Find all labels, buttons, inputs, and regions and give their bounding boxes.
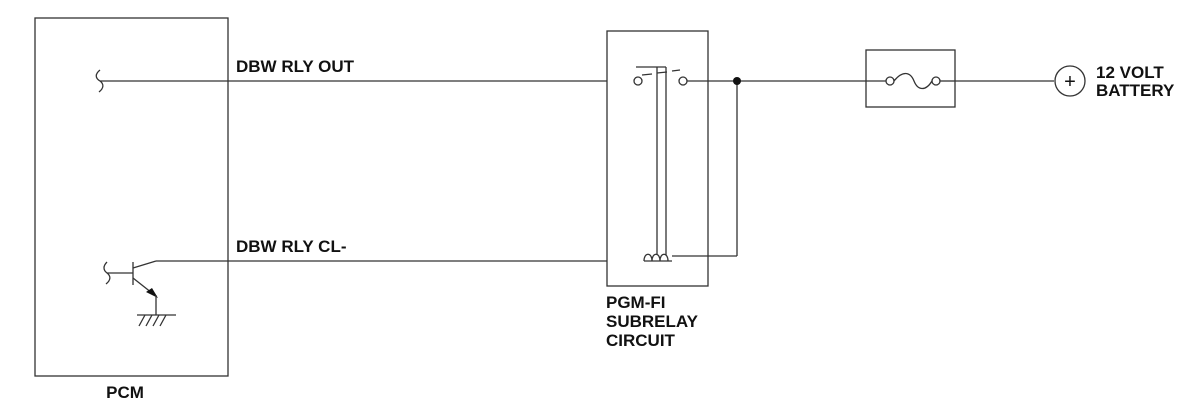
fuse-icon: [866, 72, 955, 90]
fuse-box: [865, 49, 956, 108]
pcm-box: [34, 17, 229, 377]
battery-label-line-1: 12 VOLT: [1096, 63, 1164, 82]
splice-dot: [733, 77, 741, 85]
subrelay-label-line-1: PGM-FI: [606, 293, 666, 312]
pcm-label: PCM: [106, 383, 144, 402]
relay-coil-icon: [643, 253, 672, 262]
subrelay-label-line-3: CIRCUIT: [606, 331, 676, 350]
transistor-icon: [103, 260, 158, 315]
dbw-rly-cl-label: DBW RLY CL-: [236, 237, 347, 256]
subrelay-label-line-2: SUBRELAY: [606, 312, 699, 331]
battery-plus-symbol: +: [1064, 71, 1076, 93]
ground-icon: [137, 314, 176, 327]
battery-label-line-2: BATTERY: [1096, 81, 1175, 100]
battery-terminal-icon: [1054, 65, 1086, 97]
dbw-rly-out-label: DBW RLY OUT: [236, 57, 355, 76]
